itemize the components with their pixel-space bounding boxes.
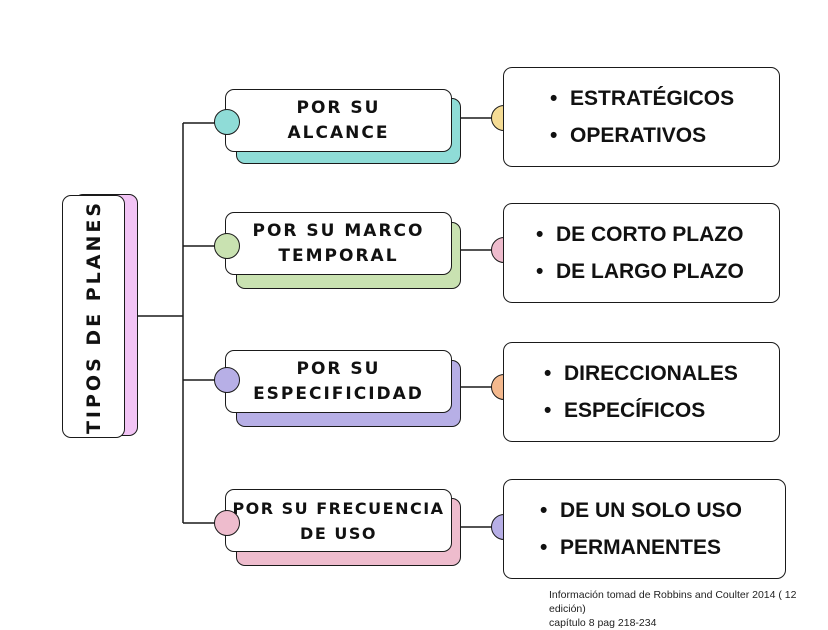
item-operativos: OPERATIVOS xyxy=(550,117,779,154)
branch-card-frecuencia-uso: POR SU FRECUENCIA DE USO xyxy=(225,489,452,552)
branch-card-especificidad: POR SU ESPECIFICIDAD xyxy=(225,350,452,413)
root-label: TIPOS DE PLANES xyxy=(82,199,105,434)
branch-label-marco-temporal: POR SU MARCO TEMPORAL xyxy=(252,220,425,266)
items-box-marco-temporal: DE CORTO PLAZO DE LARGO PLAZO xyxy=(503,203,780,303)
branch-card-marco-temporal: POR SU MARCO TEMPORAL xyxy=(225,212,452,275)
root-node: TIPOS DE PLANES xyxy=(62,195,125,438)
branch-3-left-node xyxy=(214,367,240,393)
item-largo-plazo: DE LARGO PLAZO xyxy=(536,253,779,290)
branch-4-left-node xyxy=(214,510,240,536)
items-box-especificidad: DIRECCIONALES ESPECÍFICOS xyxy=(503,342,780,442)
branch-2-left-node xyxy=(214,233,240,259)
item-un-solo-uso: DE UN SOLO USO xyxy=(540,492,785,529)
branch-label-especificidad: POR SU ESPECIFICIDAD xyxy=(253,358,424,404)
item-permanentes: PERMANENTES xyxy=(540,529,785,566)
item-corto-plazo: DE CORTO PLAZO xyxy=(536,216,779,253)
item-direccionales: DIRECCIONALES xyxy=(544,355,779,392)
items-box-frecuencia-uso: DE UN SOLO USO PERMANENTES xyxy=(503,479,786,579)
branch-label-frecuencia-uso: POR SU FRECUENCIA DE USO xyxy=(232,498,445,543)
branch-card-alcance: POR SU ALCANCE xyxy=(225,89,452,152)
source-footnote: Información tomad de Robbins and Coulter… xyxy=(549,589,797,629)
item-estrategicos: ESTRATÉGICOS xyxy=(550,80,779,117)
item-especificos: ESPECÍFICOS xyxy=(544,392,779,429)
branch-label-alcance: POR SU ALCANCE xyxy=(287,97,390,143)
items-box-alcance: ESTRATÉGICOS OPERATIVOS xyxy=(503,67,780,167)
branch-1-left-node xyxy=(214,109,240,135)
